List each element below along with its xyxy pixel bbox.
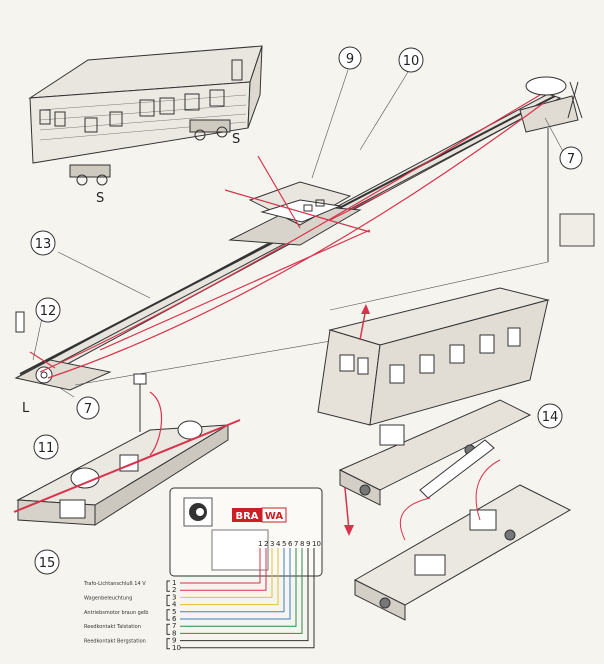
callout-9: 9: [338, 46, 362, 70]
lift-arrow-down-head: [344, 525, 354, 536]
reed-contact-part: [15, 311, 25, 333]
wire-2: [180, 548, 267, 591]
svg-text:10: 10: [403, 54, 420, 69]
svg-text:13: 13: [35, 237, 52, 252]
terminal-number: 2: [264, 540, 268, 548]
car-chassis: [338, 399, 532, 506]
track-illustration: [14, 76, 583, 391]
brand-wa-text: WA: [265, 511, 284, 522]
legend-terminal: 5: [172, 608, 176, 616]
wire-3: [180, 548, 273, 598]
legend-label: Wagenbeleuchtung: [84, 595, 132, 601]
light-wire-right: [475, 459, 501, 521]
svg-text:9: 9: [346, 52, 354, 67]
terminal-number: 9: [306, 540, 310, 548]
terminal-number: 5: [282, 540, 286, 548]
legend-terminal: 6: [172, 615, 177, 623]
svg-text:15: 15: [39, 556, 56, 571]
legend-terminal: 7: [172, 622, 176, 630]
legend-label: Reedkontakt Bergstation: [84, 639, 146, 645]
svg-text:12: 12: [40, 304, 57, 319]
legend-terminal: 10: [172, 644, 181, 652]
callout-7-top: 7: [559, 146, 583, 170]
wire-6: [180, 548, 291, 620]
legend-terminal: 4: [172, 601, 177, 609]
carriage-illustration: [28, 45, 263, 186]
label-l: L: [22, 401, 30, 416]
wiring-legend: Trafo-Lichtanschluß 14 V 12Wagenbeleuchtu…: [83, 579, 181, 652]
legend-bracket: [166, 638, 170, 650]
drive-cable-loop: [149, 391, 163, 456]
terminal-number: 8: [300, 540, 304, 548]
light-wire-left: [399, 497, 431, 541]
wire-4: [180, 548, 279, 606]
terminal-number: 4: [276, 540, 281, 548]
legend-terminal: 8: [172, 629, 176, 637]
brand-wa-box: [261, 507, 287, 523]
terminal-number: 6: [288, 540, 293, 548]
wire-9: [180, 548, 309, 642]
light-tube: [419, 439, 495, 499]
callout-11: 11: [33, 434, 59, 460]
label-s-left: S: [96, 191, 104, 206]
callout-13: 13: [30, 230, 56, 256]
svg-text:11: 11: [38, 441, 55, 456]
legend-bracket: [166, 623, 170, 635]
legend-bracket: [166, 609, 170, 621]
callout-7-bottom: 7: [76, 396, 100, 420]
cable-lines: [29, 94, 546, 379]
legend-label: Trafo-Lichtanschluß 14 V: [83, 581, 146, 587]
callout-15: 15: [34, 549, 60, 575]
legend-terminal: 9: [172, 637, 176, 645]
svg-text:7: 7: [567, 152, 575, 167]
terminal-number: 10: [312, 540, 321, 548]
legend-terminal: 2: [172, 586, 176, 594]
brand-bra-text: BRA: [235, 511, 258, 522]
drive-unit-illustration: [16, 373, 229, 526]
legend-bracket: [166, 594, 170, 607]
lift-arrow-up-head: [361, 304, 370, 314]
wire-10: [180, 548, 315, 649]
label-s-right: S: [232, 132, 240, 147]
drive-cable: [13, 419, 241, 513]
wiring: [180, 548, 315, 649]
wire-5: [180, 548, 285, 613]
controller-box: BRA WA: [169, 487, 323, 577]
terminal-number: 3: [270, 540, 274, 548]
svg-text:7: 7: [84, 402, 92, 417]
legend-terminal: 1: [172, 579, 176, 587]
terminal-number: 1: [258, 540, 262, 548]
legend-terminal: 3: [172, 593, 176, 601]
car-body-tilted: [317, 287, 550, 426]
callout-10: 10: [398, 47, 424, 73]
callout-14: 14: [537, 403, 563, 429]
svg-text:14: 14: [542, 410, 559, 425]
legend-bracket: [166, 580, 170, 592]
callout-12: 12: [35, 297, 61, 323]
station-wall: [547, 128, 595, 262]
track-car-illustration: [248, 181, 352, 226]
wire-1: [180, 548, 261, 584]
car-lower-chassis: [353, 484, 572, 621]
brand-bra-box: [232, 508, 262, 522]
terminal-number: 7: [294, 540, 298, 548]
wire-8: [180, 548, 303, 634]
legend-label: Reedkontakt Talstation: [84, 624, 141, 630]
lift-arrow-down: [344, 487, 350, 531]
wire-7: [180, 548, 297, 627]
legend-label: Antriebsmotor braun gelb: [84, 610, 148, 616]
